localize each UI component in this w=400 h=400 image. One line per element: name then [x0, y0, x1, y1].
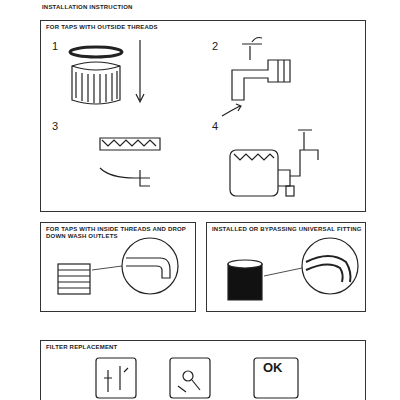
step-number: 4: [212, 120, 218, 132]
sheet-title: INSTALLATION INSTRUCTION: [42, 4, 133, 10]
instruction-panel: INSTALLED OR BYPASSING UNIVERSAL FITTING: [206, 222, 366, 312]
instruction-panel: FOR TAPS WITH INSIDE THREADS AND DROP DO…: [40, 222, 196, 312]
ok-mark: OK: [262, 362, 284, 374]
instruction-panel: FILTER REPLACEMENT: [40, 340, 366, 400]
step-number: 3: [52, 120, 58, 132]
panel-heading: FILTER REPLACEMENT: [46, 344, 196, 351]
instruction-panel: FOR TAPS WITH OUTSIDE THREADS: [40, 20, 366, 212]
step-number: 1: [52, 40, 58, 52]
panel-heading: FOR TAPS WITH OUTSIDE THREADS: [46, 24, 196, 31]
panel-heading: FOR TAPS WITH INSIDE THREADS AND DROP DO…: [46, 226, 192, 240]
panel-heading: INSTALLED OR BYPASSING UNIVERSAL FITTING: [212, 226, 362, 233]
step-number: 2: [212, 40, 218, 52]
